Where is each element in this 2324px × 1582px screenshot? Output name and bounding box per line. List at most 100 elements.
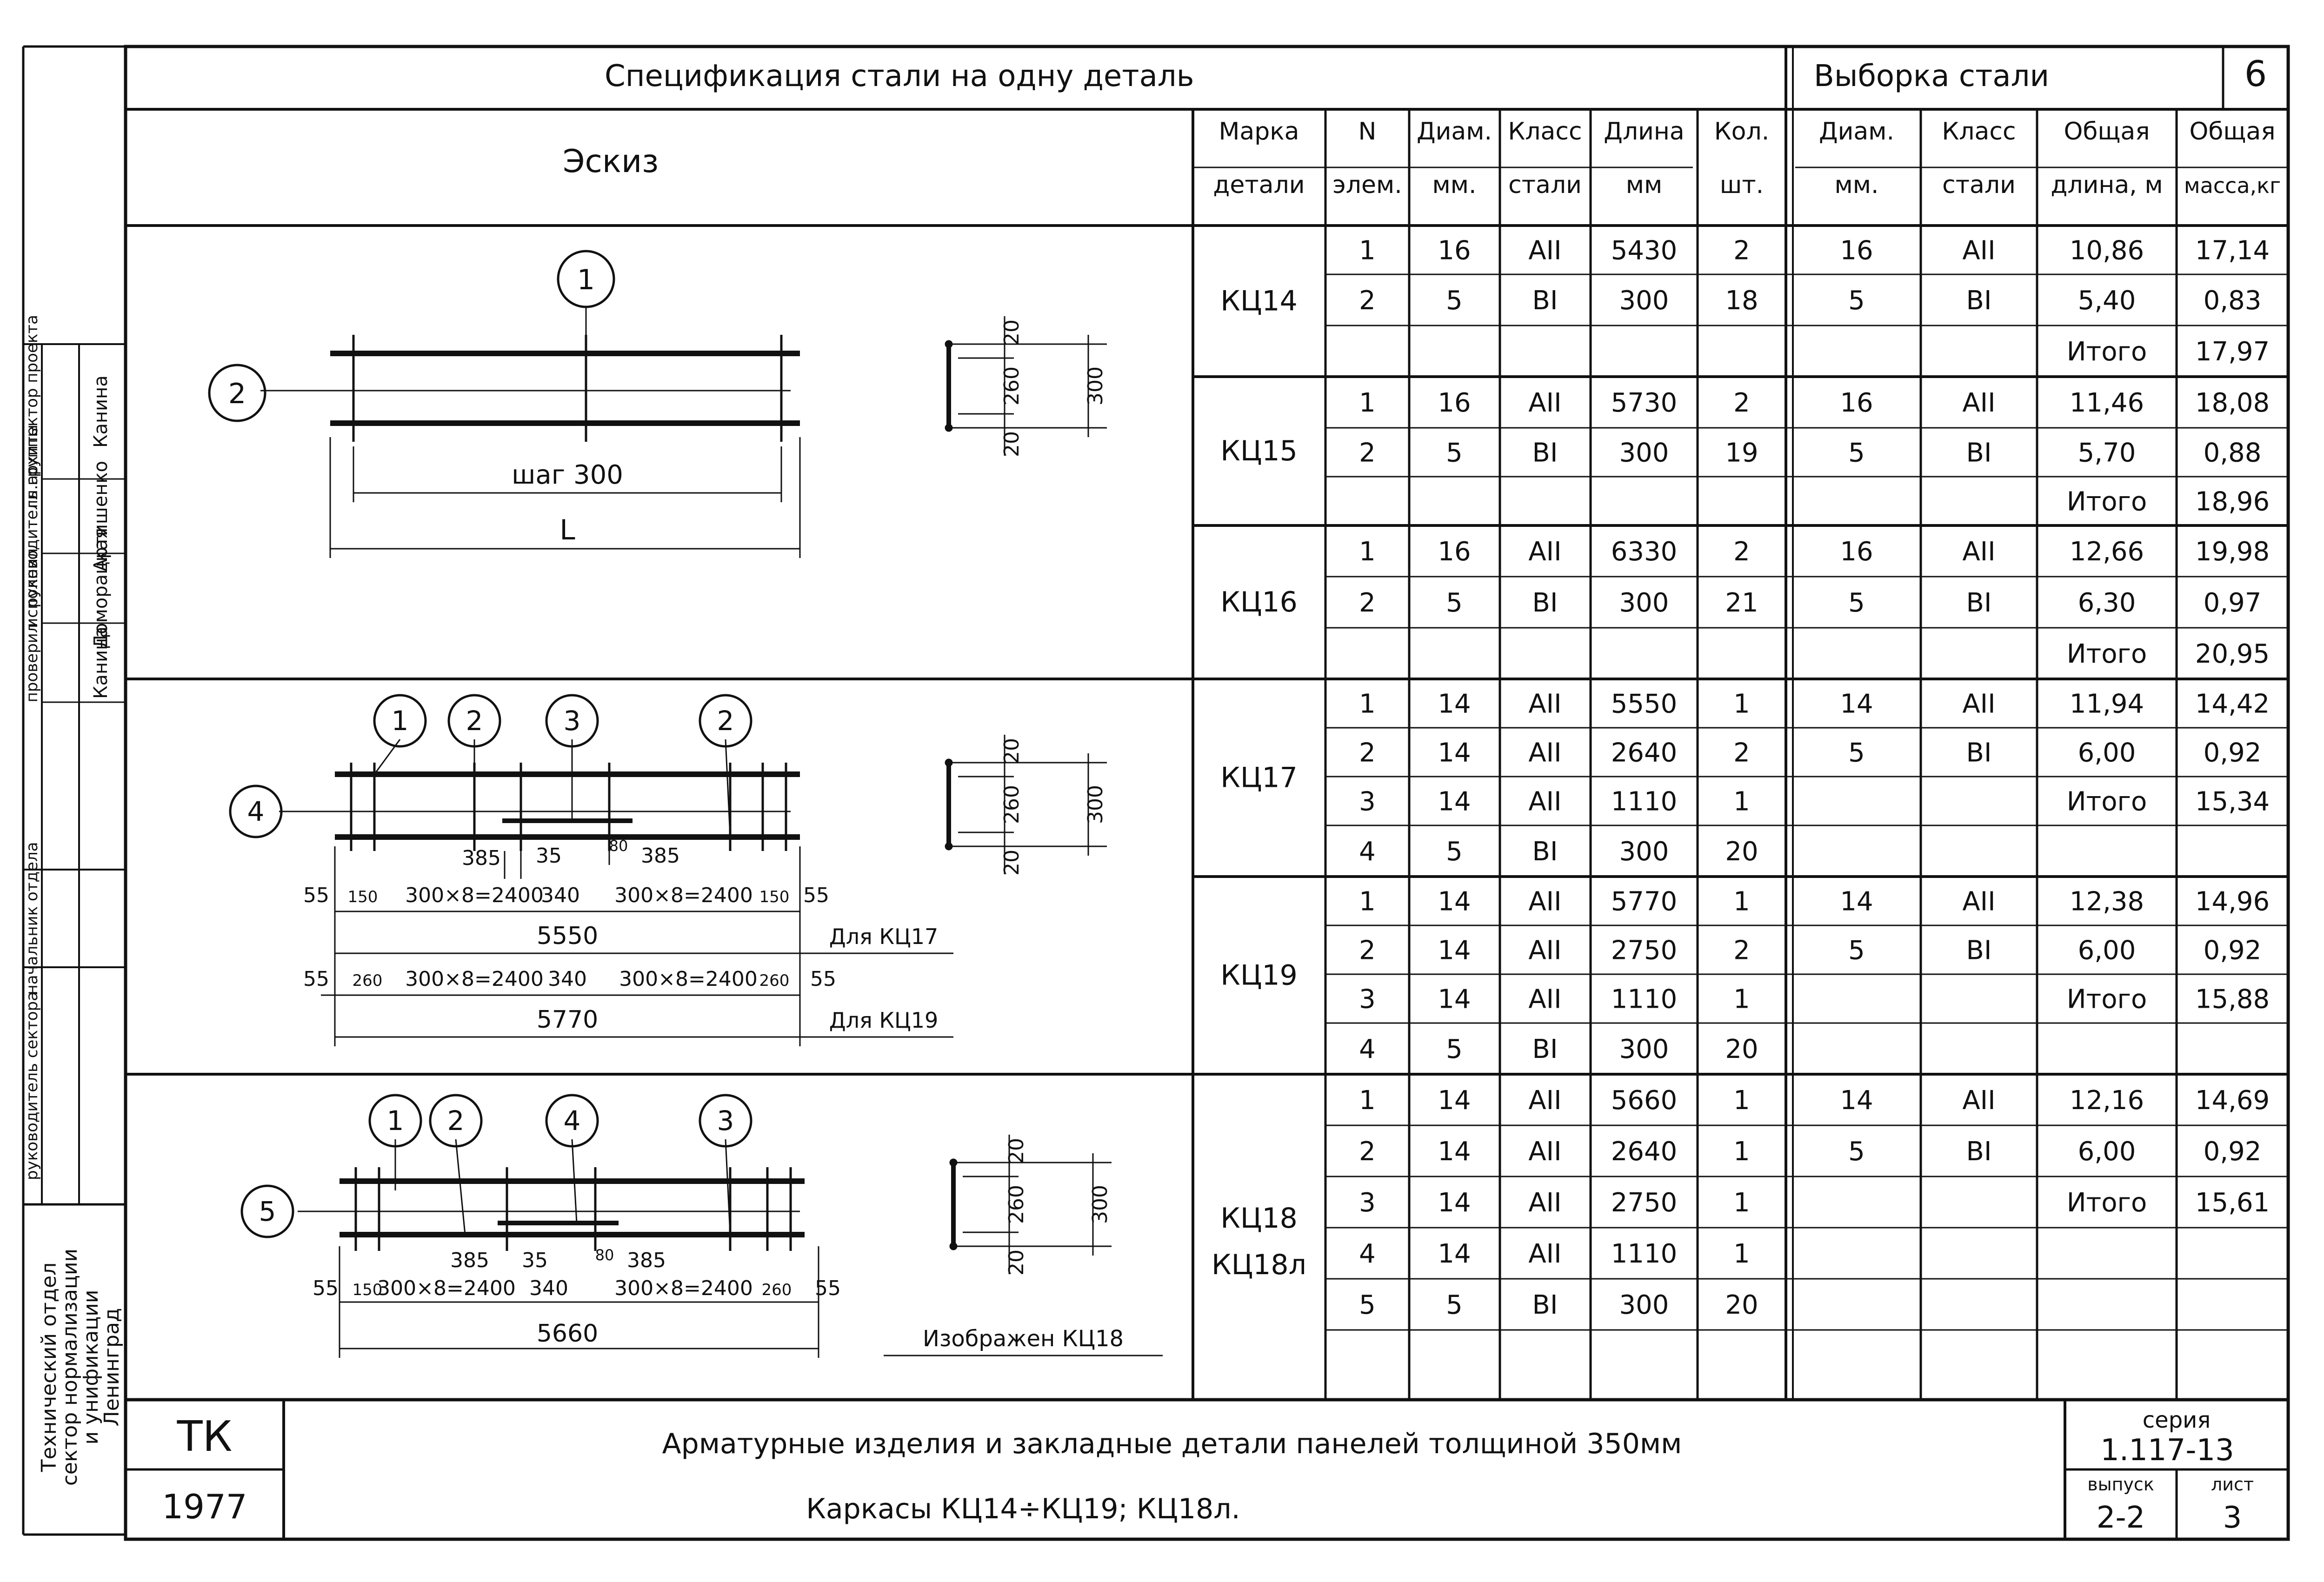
cross-section: [945, 735, 1107, 874]
spec-cell: 2: [1733, 388, 1750, 418]
selection-cell: Итого: [2067, 487, 2147, 517]
spec-cell: 1: [1359, 236, 1376, 266]
selection-cell: 15,61: [2195, 1188, 2270, 1218]
selection-cell: 0,92: [2204, 1137, 2262, 1167]
spec-cell: 300: [1619, 588, 1669, 618]
spec-cell: 16: [1438, 388, 1471, 418]
spec-cell: 1: [1733, 984, 1750, 1015]
section-dim: 260: [1000, 366, 1024, 405]
header-mark: детали: [1213, 171, 1305, 199]
spec-cell: 5550: [1611, 689, 1678, 719]
spec-cell: 20: [1725, 837, 1758, 867]
position-number: 3: [564, 705, 581, 737]
side-org-line: сектор нормализации: [58, 1249, 82, 1486]
dim-chain: 340: [541, 884, 580, 907]
dim-35: 35: [522, 1249, 548, 1272]
dim-chain: 55: [303, 884, 329, 907]
stamp-title-line1: Арматурные изделия и закладные детали па…: [662, 1428, 1682, 1460]
spec-cell: BI: [1532, 1034, 1558, 1064]
dim-chain: 300×8=2400: [614, 884, 753, 907]
selection-cell: 5: [1848, 588, 1865, 618]
selection-cell: 6,00: [2078, 936, 2136, 966]
spec-cell: 16: [1438, 236, 1471, 266]
spec-cell: 2640: [1611, 738, 1678, 768]
spec-cell: 6330: [1611, 537, 1678, 567]
spec-cell: 4: [1359, 1239, 1376, 1269]
dim-385: 385: [627, 1249, 666, 1272]
sel-header-total-mass: Общая: [2189, 118, 2275, 146]
selection-cell: 18,96: [2195, 487, 2270, 517]
side-name: Канина: [90, 626, 112, 699]
selection-cell: 17,97: [2195, 337, 2270, 367]
spec-cell: 3: [1359, 1188, 1376, 1218]
side-role: проверил: [23, 623, 41, 703]
dim-80: 80: [595, 1246, 614, 1264]
spec-cell: 2: [1359, 438, 1376, 468]
selection-cell: 5: [1848, 936, 1865, 966]
header-n: N: [1358, 118, 1377, 146]
sel-header-class: Класс: [1942, 118, 2016, 146]
header-diam: мм.: [1432, 171, 1477, 199]
spec-cell: 14: [1438, 689, 1471, 719]
spec-cell: 2750: [1611, 936, 1678, 966]
selection-cell: АII: [1962, 388, 1995, 418]
selection-cell: АII: [1962, 537, 1995, 567]
length-label: L: [559, 514, 575, 546]
selection-cell: 0,88: [2204, 438, 2262, 468]
section-dim: 300: [1088, 1185, 1112, 1224]
selection-cell: Итого: [2067, 984, 2147, 1015]
spec-cell: 1: [1733, 1188, 1750, 1218]
spec-cell: АII: [1528, 537, 1561, 567]
spec-cell: 2: [1359, 738, 1376, 768]
spec-cell: 1: [1733, 887, 1750, 917]
spec-cell: АII: [1528, 887, 1561, 917]
header-qty: шт.: [1720, 171, 1764, 199]
series-number: 1.117-13: [2100, 1433, 2234, 1468]
part-mark: КЦ15: [1220, 435, 1298, 467]
sheet-number: 3: [2223, 1501, 2242, 1535]
sketch-3: [240, 1094, 1163, 1358]
spec-cell: 2: [1359, 286, 1376, 316]
spec-cell: АII: [1528, 787, 1561, 817]
selection-cell: 11,94: [2070, 689, 2144, 719]
selection-cell: 14,69: [2195, 1085, 2270, 1116]
spec-cell: 2: [1359, 1137, 1376, 1167]
selection-cell: BI: [1966, 936, 1992, 966]
spec-cell: 2: [1733, 537, 1750, 567]
dim-chain: 150: [353, 1281, 383, 1299]
dim-chain: 340: [548, 967, 587, 991]
spec-cell: 16: [1438, 537, 1471, 567]
selection-cell: 16: [1840, 236, 1873, 266]
selection-cell: 15,88: [2195, 984, 2270, 1015]
spec-cell: 4: [1359, 837, 1376, 867]
spec-cell: 5: [1446, 837, 1463, 867]
sketch-2: [229, 694, 953, 1046]
spec-cell: BI: [1532, 438, 1558, 468]
position-number: 1: [387, 1105, 404, 1137]
spec-cell: 5: [1446, 286, 1463, 316]
spec-cell: 1: [1359, 1085, 1376, 1116]
selection-cell: 6,00: [2078, 1137, 2136, 1167]
position-number: 1: [577, 264, 595, 296]
spec-cell: АII: [1528, 1085, 1561, 1116]
spec-cell: 5430: [1611, 236, 1678, 266]
spec-cell: 1110: [1611, 787, 1678, 817]
selection-cell: Итого: [2067, 337, 2147, 367]
spec-cell: 19: [1725, 438, 1758, 468]
sel-header-class: стали: [1942, 171, 2016, 199]
part-mark: КЦ18: [1220, 1202, 1298, 1235]
selection-cell: 14,96: [2195, 887, 2270, 917]
selection-cell: 14,42: [2195, 689, 2270, 719]
dim-chain: 150: [348, 888, 378, 906]
dim-chain: 55: [815, 1276, 841, 1300]
spec-cell: BI: [1532, 1290, 1558, 1320]
spec-cell: 5: [1446, 438, 1463, 468]
spec-cell: 4: [1359, 1034, 1376, 1064]
dim-total: 5770: [537, 1006, 598, 1034]
side-name: Доморацкая: [90, 528, 112, 649]
selection-cell: 18,08: [2195, 388, 2270, 418]
spec-cell: АII: [1528, 1239, 1561, 1269]
spec-cell: 5730: [1611, 388, 1678, 418]
